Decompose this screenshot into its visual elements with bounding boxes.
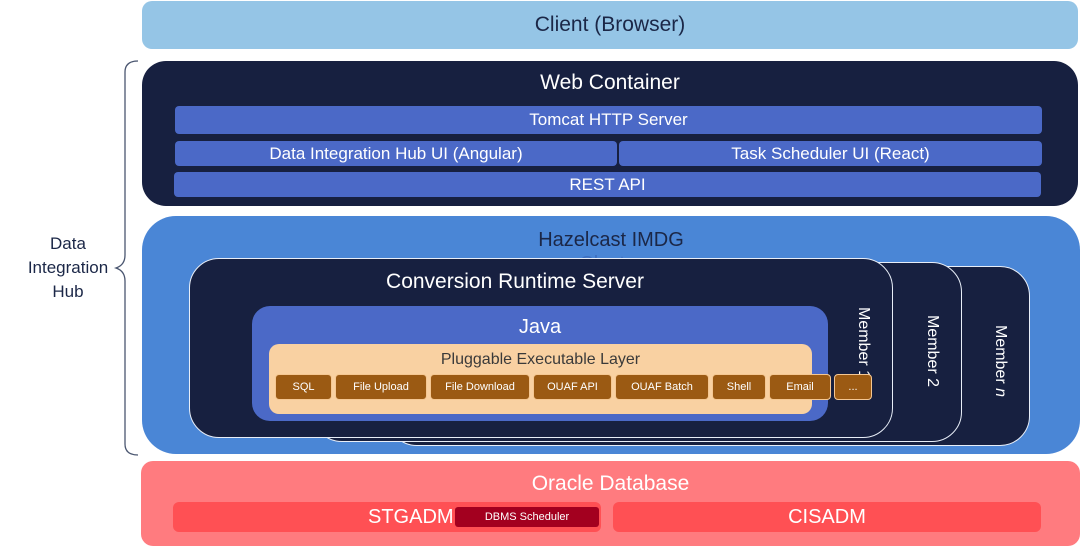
hazelcast-cluster: Hazelcast IMDG Cluster Member n Member 2… xyxy=(142,216,1080,454)
hazelcast-title: Hazelcast IMDG xyxy=(538,229,684,251)
cisadm-label: CISADM xyxy=(788,505,866,528)
java-runtime: Java Pluggable Executable Layer SQL File… xyxy=(252,306,872,421)
tomcat-http-server: Tomcat HTTP Server xyxy=(175,106,1042,134)
hub-label-line: Integration xyxy=(27,258,109,277)
plugin-file-upload: File Upload xyxy=(335,374,427,400)
member-1-label: Member 1 xyxy=(855,307,872,380)
conversion-runtime-server-title: Conversion Runtime Server xyxy=(386,270,644,293)
client-browser-layer: Client (Browser) xyxy=(142,1,1078,49)
web-container: Web Container Tomcat HTTP Server Data In… xyxy=(142,61,1078,206)
data-integration-hub-label: Data Integration Hub xyxy=(18,232,118,304)
dbms-scheduler-label: DBMS Scheduler xyxy=(484,511,570,523)
member-1-node: Member 1 Conversion Runtime Server Java … xyxy=(189,258,893,438)
member-n-label: Member n xyxy=(992,325,1009,398)
plugin-more: ... xyxy=(834,374,872,400)
stgadm-label: STGADM xyxy=(368,506,454,528)
hub-label-line: Hub xyxy=(52,282,84,301)
data-integration-hub-ui: Data Integration Hub UI (Angular) xyxy=(175,141,617,166)
cisadm-schema: CISADM xyxy=(613,502,1041,532)
stgadm-schema: STGADM DBMS Scheduler xyxy=(173,502,601,532)
oracle-database: Oracle Database STGADM DBMS Scheduler CI… xyxy=(141,461,1080,546)
pluggable-layer-title: Pluggable Executable Layer xyxy=(440,351,641,368)
dbms-scheduler: DBMS Scheduler xyxy=(455,507,599,527)
plugin-ouaf-api: OUAF API xyxy=(533,374,612,400)
plugin-email: Email xyxy=(769,374,831,400)
plugin-shell: Shell xyxy=(712,374,766,400)
member-2-label: Member 2 xyxy=(924,315,941,388)
task-ui-label: Task Scheduler UI (React) xyxy=(731,143,930,163)
dih-ui-label: Data Integration Hub UI (Angular) xyxy=(269,143,523,163)
hub-bracket xyxy=(113,60,139,456)
rest-api-label: REST API xyxy=(569,174,646,194)
plugin-file-download: File Download xyxy=(430,374,530,400)
rest-api: REST API xyxy=(174,172,1041,197)
task-scheduler-ui: Task Scheduler UI (React) xyxy=(619,141,1042,166)
pluggable-executable-layer: Pluggable Executable Layer SQL File Uplo… xyxy=(269,344,872,414)
tomcat-label: Tomcat HTTP Server xyxy=(529,110,688,129)
plugin-sql: SQL xyxy=(275,374,332,400)
web-container-title: Web Container xyxy=(540,71,680,94)
java-title: Java xyxy=(518,316,562,338)
oracle-database-title: Oracle Database xyxy=(531,472,690,495)
plugin-ouaf-batch: OUAF Batch xyxy=(615,374,709,400)
client-label: Client (Browser) xyxy=(534,13,686,36)
plugin-list: SQL File Upload File Download OUAF API O… xyxy=(275,374,872,400)
hub-label-line: Data xyxy=(50,234,86,253)
